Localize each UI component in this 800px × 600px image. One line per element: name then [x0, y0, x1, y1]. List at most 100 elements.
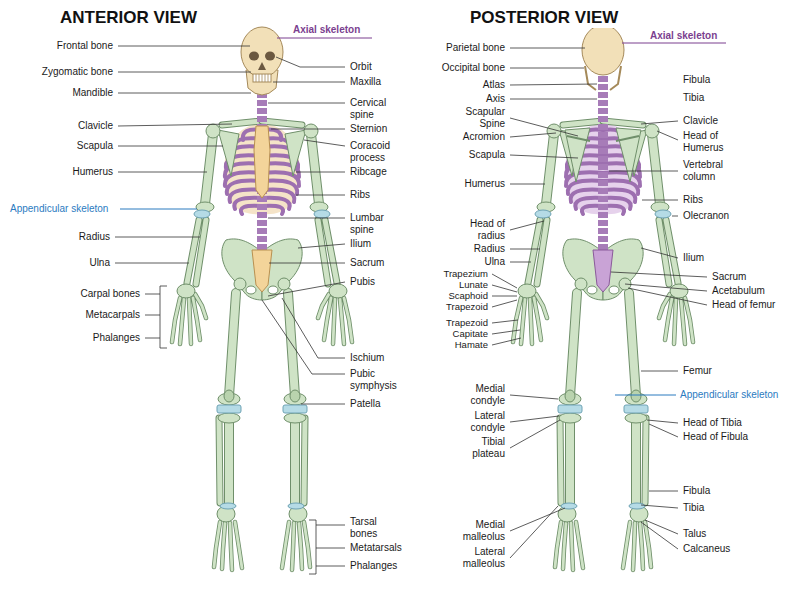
part-label: Head of radius — [460, 218, 505, 242]
leader-line — [510, 155, 578, 158]
part-label: Pubic symphysis — [350, 368, 405, 392]
part-label: Metatarsals — [350, 542, 402, 554]
group-underline — [622, 43, 726, 44]
part-label: Phalanges — [350, 560, 397, 572]
leader-line — [118, 72, 251, 73]
skeleton-half — [172, 121, 262, 570]
part-label: Fibula — [683, 74, 710, 86]
part-label: Ischium — [350, 352, 384, 364]
leader-line — [282, 298, 345, 358]
part-label: Carpal bones — [81, 288, 140, 300]
part-label: Medial condyle — [460, 383, 505, 407]
leader-line — [510, 508, 565, 531]
part-label: Tarsal bones — [350, 516, 390, 540]
leader-line — [115, 237, 200, 238]
part-label: Scapula — [469, 149, 505, 161]
part-label: Lateral malleolus — [455, 546, 505, 570]
part-label: Occipital bone — [442, 62, 505, 74]
leader-line — [118, 46, 250, 47]
part-label: Sternion — [350, 123, 387, 135]
leader-line — [510, 99, 597, 100]
group-label: Axial skeleton — [293, 24, 360, 36]
leader-line — [510, 184, 545, 185]
leader-line — [510, 221, 544, 230]
leader-line — [510, 416, 559, 422]
group-leader — [120, 209, 197, 210]
part-label: Ribs — [683, 194, 703, 206]
part-label: Head of Tibia — [683, 417, 742, 429]
part-label: Parietal bone — [446, 42, 505, 54]
part-label: Scapular Spine — [457, 106, 505, 130]
group-label: Axial skeleton — [650, 30, 717, 42]
leader-line — [510, 420, 560, 448]
carpal-label: Scaphoid — [448, 290, 488, 301]
leader-line — [510, 133, 556, 137]
part-label: Radius — [474, 243, 505, 255]
part-label: Ilium — [350, 238, 371, 250]
leader-line — [316, 525, 345, 566]
leader-line — [296, 172, 345, 173]
part-label: Ribcage — [350, 166, 387, 178]
group-leader — [615, 395, 676, 396]
part-label: Maxilla — [350, 76, 381, 88]
leader-line — [641, 121, 678, 124]
leader-line — [510, 118, 578, 136]
part-label: Patella — [350, 398, 381, 410]
leader-line — [510, 262, 531, 263]
leader-line — [641, 505, 678, 508]
part-label: Medial malleolus — [455, 519, 505, 543]
part-label: Cervical spine — [350, 97, 398, 121]
leader-line — [115, 263, 189, 264]
view-heading: POSTERIOR VIEW — [470, 8, 618, 28]
carpal-label: Trapezoid — [446, 301, 488, 312]
leader-line — [298, 244, 345, 248]
leader-line — [510, 68, 584, 69]
carpal-label: Lunate — [459, 279, 488, 290]
leader-line — [510, 84, 597, 85]
part-label: Axis — [486, 93, 505, 105]
part-label: Mandible — [72, 87, 113, 99]
part-label: Atlas — [483, 79, 505, 91]
leader-line — [649, 424, 678, 437]
part-label: Clavicle — [683, 115, 718, 127]
leader-line — [647, 420, 678, 423]
part-label: Scapula — [77, 140, 113, 152]
part-label: Vertebral column — [683, 159, 735, 183]
leader-line — [510, 249, 540, 250]
part-label: Head of femur — [712, 299, 775, 311]
part-label: Tibia — [683, 92, 704, 104]
part-label: Coracoid process — [350, 140, 405, 164]
leader-line — [269, 263, 345, 264]
part-label: Sacrum — [712, 271, 746, 283]
view-heading: ANTERIOR VIEW — [60, 8, 197, 28]
part-label: Acromion — [463, 131, 505, 143]
part-label: Frontal bone — [57, 40, 113, 52]
part-label: Femur — [683, 365, 712, 377]
part-label: Clavicle — [78, 120, 113, 132]
group-underline — [277, 38, 372, 39]
part-label: Orbit — [350, 61, 372, 73]
bracket — [309, 520, 316, 574]
part-label: Lateral condyle — [460, 410, 505, 434]
skeleton-half — [513, 121, 603, 570]
part-label: Sacrum — [350, 257, 384, 269]
part-label: Acetabulum — [712, 285, 765, 297]
leader-line — [145, 294, 160, 338]
leader-line — [510, 506, 558, 558]
leader-line — [118, 172, 207, 173]
part-label: Humerus — [72, 166, 113, 178]
leader-line — [268, 282, 345, 296]
leader-line — [118, 146, 223, 147]
leader-lines — [115, 46, 707, 574]
posterior-axial — [565, 25, 641, 292]
leader-line — [672, 216, 678, 217]
leader-line — [271, 129, 345, 130]
part-label: Pubis — [350, 276, 375, 288]
carpal-label: Hamate — [455, 339, 488, 350]
part-label: Metacarpals — [86, 309, 140, 321]
anterior-axial — [241, 27, 283, 292]
part-label: Ulna — [484, 256, 505, 268]
leader-line — [609, 171, 678, 172]
